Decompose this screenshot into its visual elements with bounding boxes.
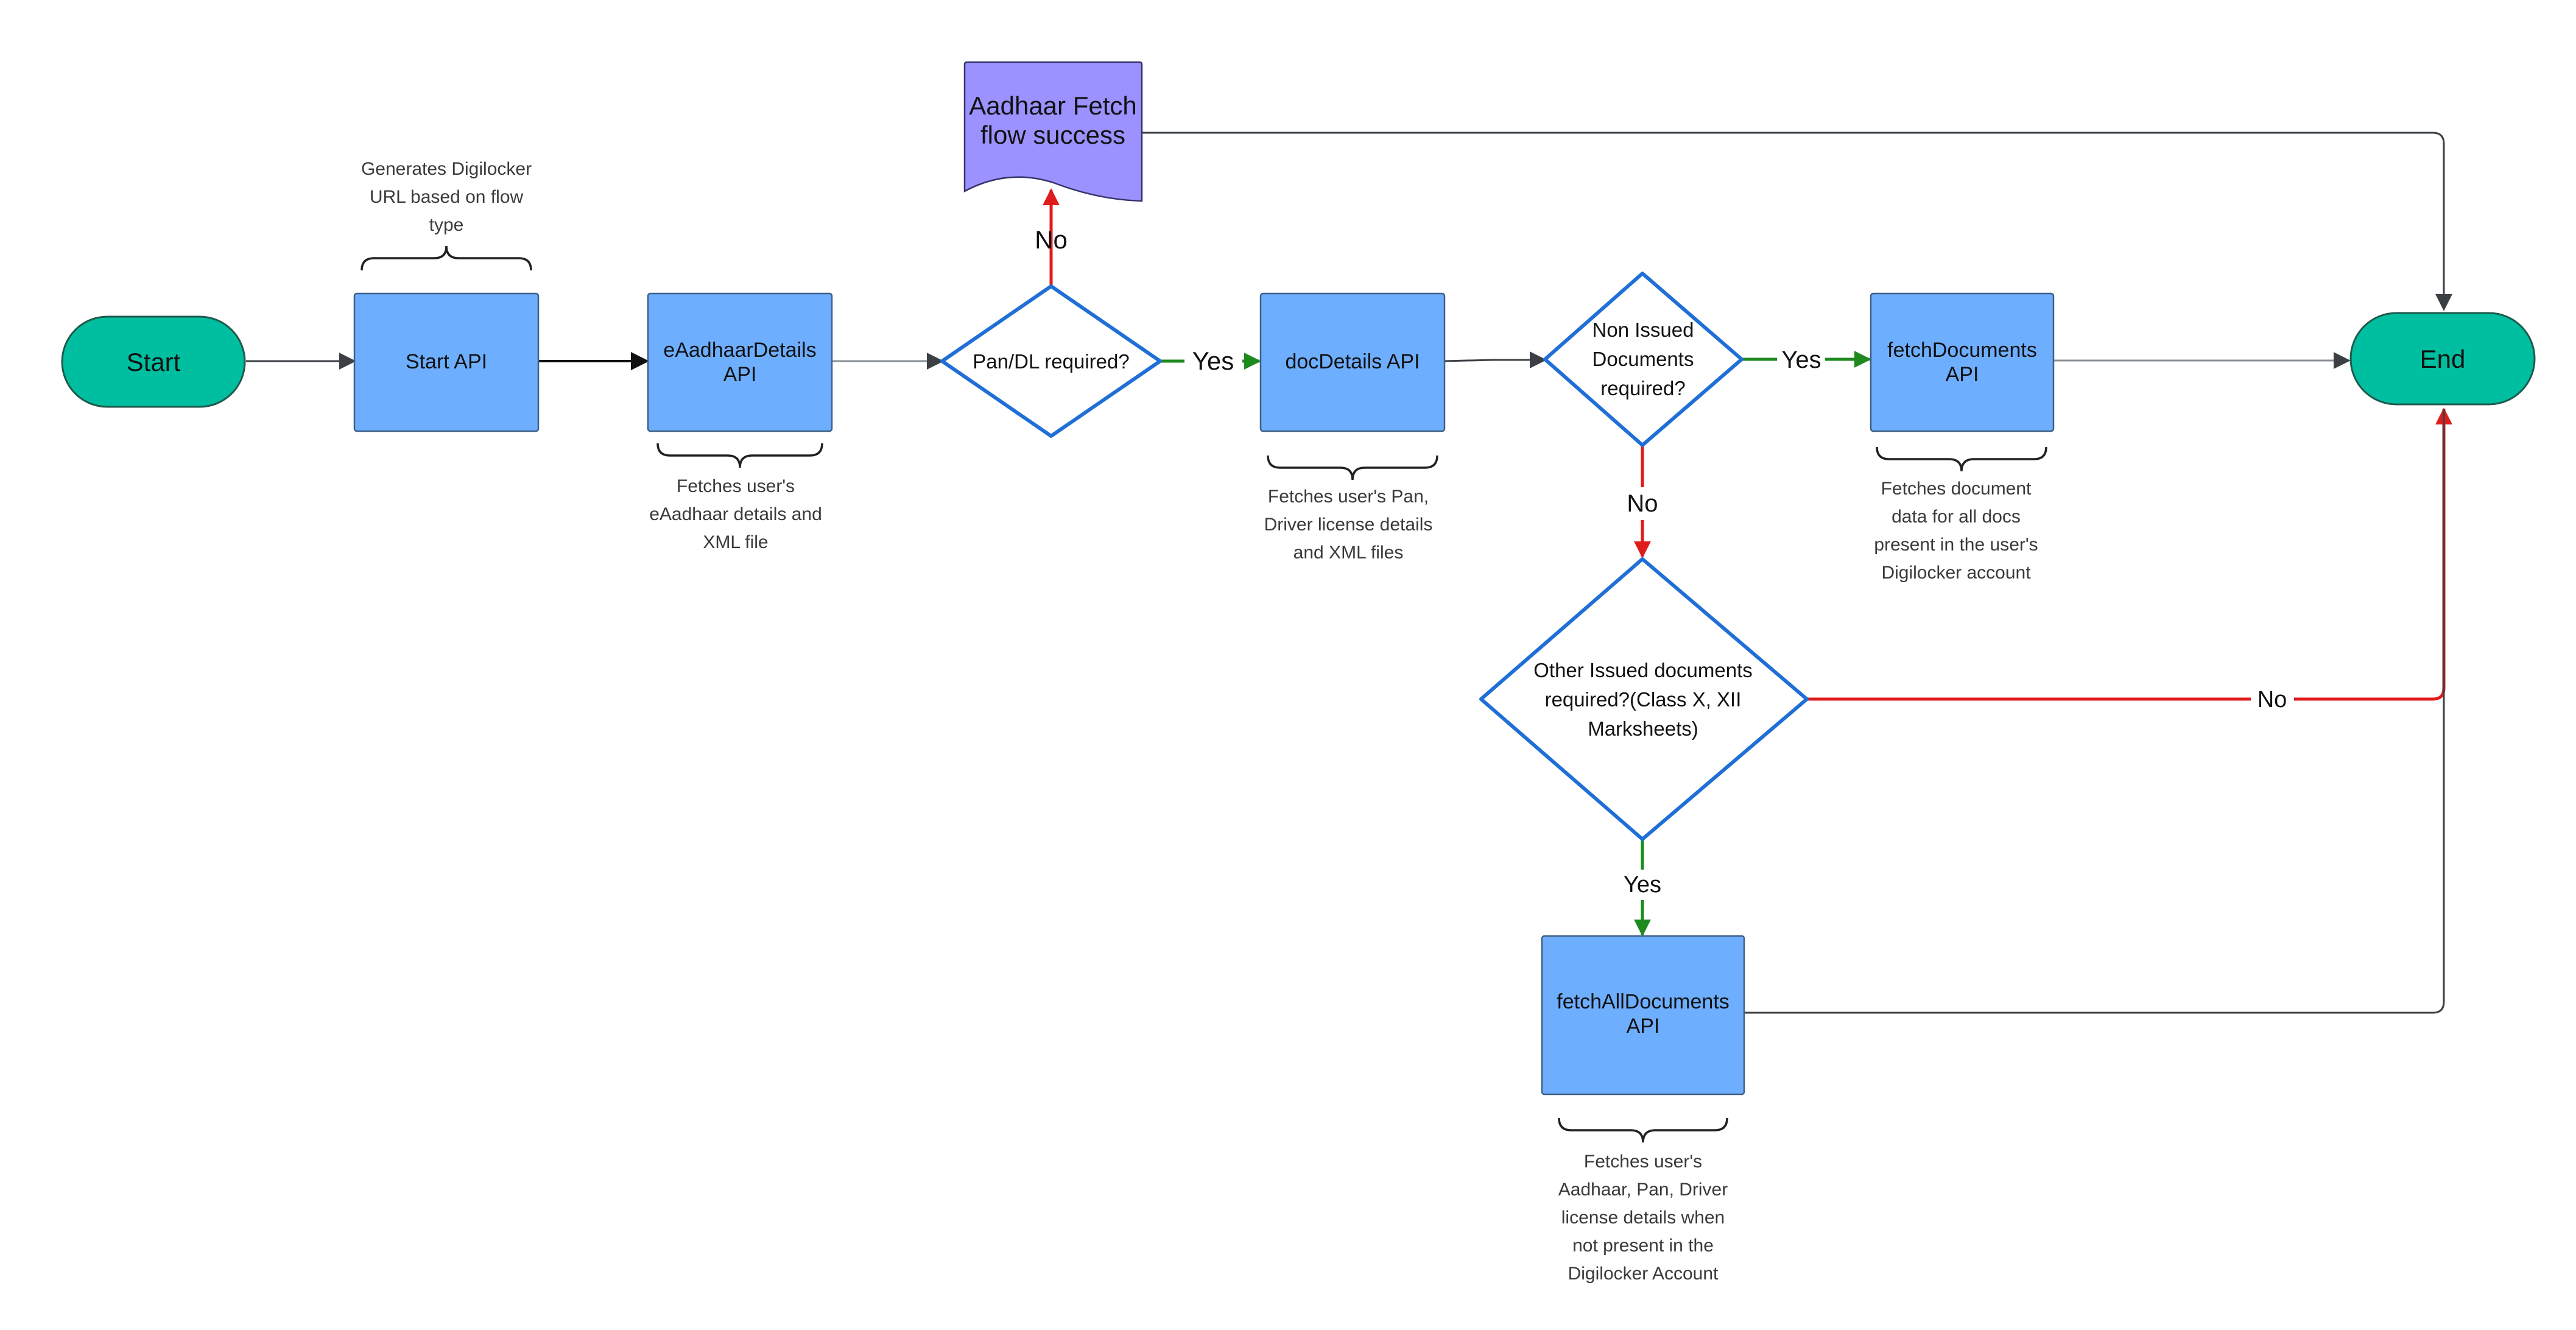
fetch-documents-note-line1: Fetches document	[1881, 479, 2032, 499]
non-issued-decision-line1: Non Issued	[1592, 318, 1694, 341]
other-issued-decision-line1: Other Issued documents	[1533, 659, 1753, 681]
fetch-documents-note-line2: data for all docs	[1892, 507, 2021, 527]
edge-label-pan-dl-yes: Yes	[1192, 347, 1234, 375]
edge-doc-details-to-non-issued	[1443, 351, 1547, 368]
fetch-documents-note-line3: present in the user's	[1874, 535, 2038, 555]
end-terminal: End	[2349, 312, 2536, 406]
start-api-note-line1: Generates Digilocker	[361, 159, 532, 179]
doc-details-note: Fetches user's Pan, Driver license detai…	[1264, 455, 1438, 563]
other-issued-decision: Other Issued documents required?(Class X…	[1479, 557, 1809, 841]
start-label: Start	[127, 348, 181, 376]
fetch-all-documents-brace	[1558, 1117, 1728, 1143]
start-api-label: Start API	[406, 350, 487, 373]
other-issued-decision-line3: Marksheets)	[1588, 717, 1698, 740]
edges	[246, 132, 2452, 1014]
eaadhaar-details-api-box: eAadhaarDetails API	[647, 292, 833, 432]
doc-details-note-line1: Fetches user's Pan,	[1268, 487, 1429, 507]
eaadhaar-details-api-label-line1: eAadhaarDetails	[663, 339, 816, 362]
fetch-all-documents-note: Fetches user's Aadhaar, Pan, Driver lice…	[1558, 1117, 1728, 1284]
start-api-note-line3: type	[429, 215, 464, 235]
start-api-box: Start API	[353, 292, 540, 432]
edge-labels: No Yes Yes No No Yes	[1035, 225, 2287, 898]
eaadhaar-details-api-label-line2: API	[723, 363, 757, 386]
fetch-documents-brace	[1876, 446, 2047, 472]
start-terminal: Start	[61, 315, 246, 408]
pan-dl-decision-label: Pan/DL required?	[973, 350, 1129, 373]
start-api-note: Generates Digilocker URL based on flow t…	[361, 159, 532, 271]
eaadhaar-note-line1: Fetches user's	[677, 476, 795, 496]
fetch-all-documents-note-line4: not present in the	[1572, 1236, 1714, 1256]
fetch-all-documents-api-box: fetchAllDocuments API	[1541, 935, 1745, 1096]
edge-aadhaar-success-to-end	[1142, 132, 2452, 311]
non-issued-decision-line2: Documents	[1592, 348, 1694, 370]
non-issued-decision: Non Issued Documents required?	[1543, 272, 1744, 447]
fetch-documents-api-label-line2: API	[1946, 363, 1979, 386]
fetch-documents-api-box: fetchDocuments API	[1870, 292, 2055, 432]
eaadhaar-note-line2: eAadhaar details and	[649, 504, 822, 524]
fetch-all-documents-api-label-line1: fetchAllDocuments	[1557, 990, 1729, 1013]
eaadhaar-note: Fetches user's eAadhaar details and XML …	[649, 443, 823, 552]
edge-label-other-issued-yes: Yes	[1624, 872, 1661, 898]
doc-details-api-label: docDetails API	[1285, 350, 1420, 373]
eaadhaar-note-line3: XML file	[703, 532, 768, 552]
doc-details-note-line2: Driver license details	[1264, 515, 1433, 535]
fetch-all-documents-note-line3: license details when	[1561, 1208, 1725, 1228]
aadhaar-fetch-success-line2: flow success	[980, 121, 1125, 149]
eaadhaar-brace	[656, 443, 823, 468]
edge-fetch-all-to-end	[1745, 409, 2445, 1014]
doc-details-note-line3: and XML files	[1293, 543, 1404, 563]
edge-label-non-issued-yes: Yes	[1781, 347, 1821, 373]
edge-other-issued-no-b	[2294, 407, 2452, 701]
start-api-brace	[361, 245, 532, 271]
fetch-all-documents-note-line1: Fetches user's	[1584, 1152, 1702, 1172]
start-api-note-line2: URL based on flow	[370, 187, 524, 207]
other-issued-decision-line2: required?(Class X, XII	[1545, 688, 1742, 711]
aadhaar-fetch-success-line1: Aadhaar Fetch	[969, 91, 1137, 120]
fetch-all-documents-note-line2: Aadhaar, Pan, Driver	[1558, 1180, 1728, 1200]
edge-label-other-issued-no: No	[2258, 687, 2287, 712]
aadhaar-fetch-success-document: Aadhaar Fetch flow success	[963, 61, 1143, 202]
non-issued-decision-line3: required?	[1600, 377, 1685, 399]
pan-dl-decision: Pan/DL required?	[940, 284, 1162, 438]
doc-details-brace	[1267, 455, 1438, 480]
fetch-documents-api-label-line1: fetchDocuments	[1887, 339, 2037, 362]
doc-details-api-box: docDetails API	[1259, 292, 1446, 432]
fetch-documents-note-line4: Digilocker account	[1881, 563, 2031, 583]
edge-label-non-issued-no: No	[1627, 490, 1658, 517]
fetch-all-documents-api-label-line2: API	[1627, 1015, 1660, 1038]
fetch-documents-note: Fetches document data for all docs prese…	[1874, 446, 2047, 583]
end-label: End	[2420, 345, 2466, 373]
edge-label-pan-dl-no: No	[1035, 225, 1068, 254]
fetch-all-documents-note-line5: Digilocker Account	[1568, 1264, 1719, 1284]
